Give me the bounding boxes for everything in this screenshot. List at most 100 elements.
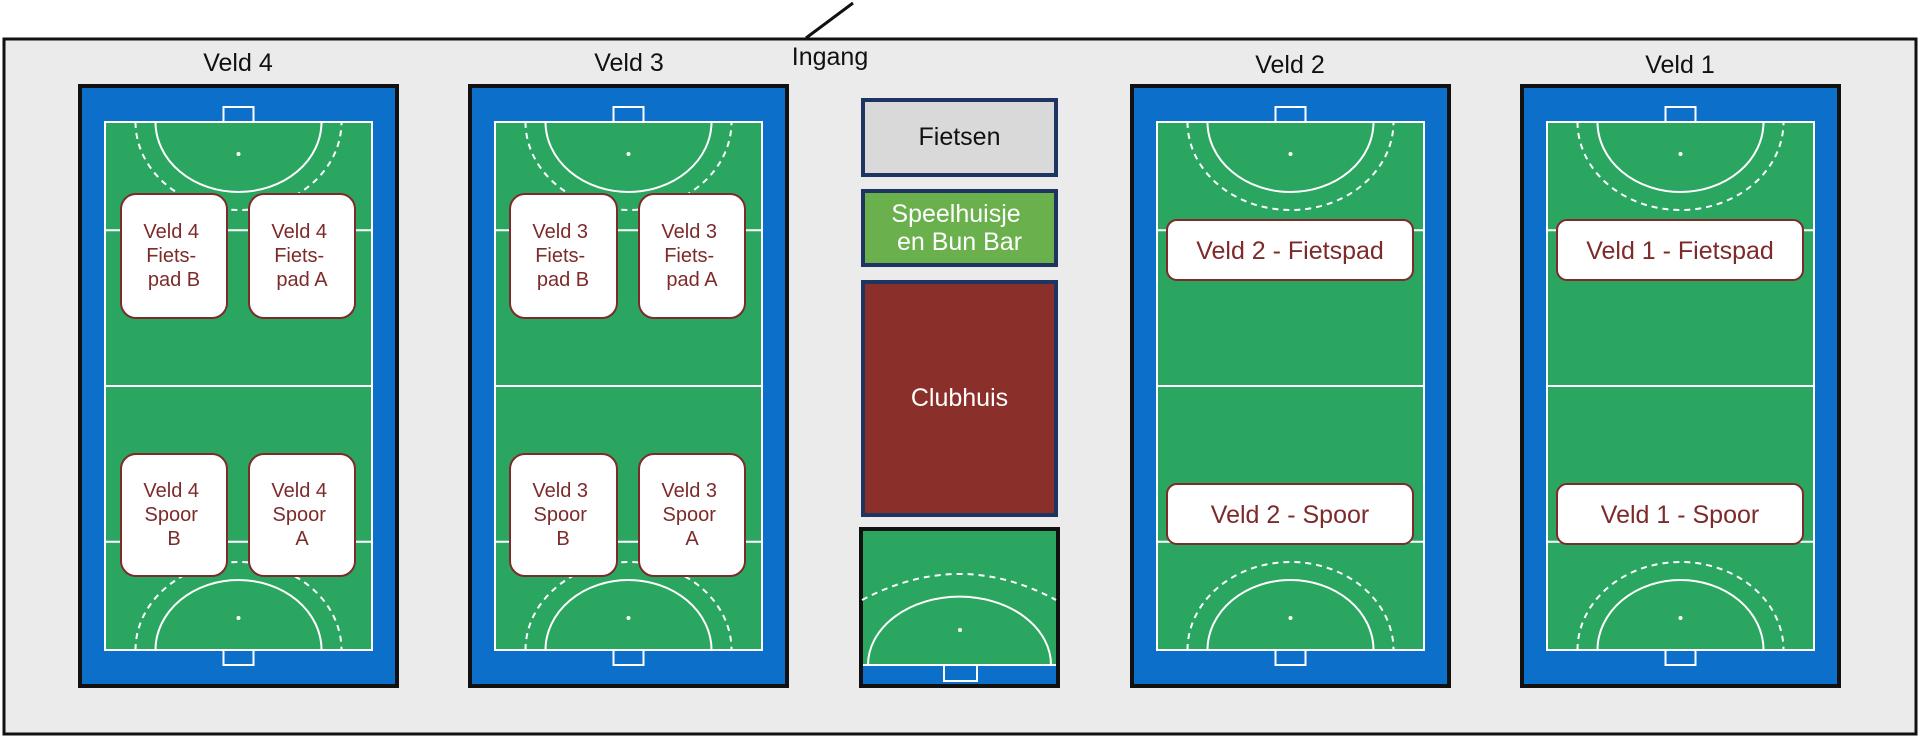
svg-text:Veld 4 Fiets- pad: Veld 4 Fiets- pad B bbox=[143, 221, 204, 291]
goal-bottom bbox=[1274, 649, 1307, 666]
zone-veld4-fietspad-a[interactable]: Veld 4 Fiets- pad A bbox=[248, 193, 356, 319]
half-pitch-practice[interactable] bbox=[859, 527, 1060, 688]
penalty-spot bbox=[236, 616, 241, 620]
penalty-spot bbox=[626, 152, 631, 156]
dashed-circle-bottom bbox=[134, 561, 343, 651]
goal-top bbox=[612, 106, 645, 123]
field-veld3[interactable] bbox=[468, 84, 789, 688]
svg-text:Speelhuisje en Bun Bar: Speelhuisje en Bun Bar bbox=[891, 200, 1027, 256]
penalty-spot bbox=[1288, 616, 1293, 620]
zone-label-line: Fiets- bbox=[274, 245, 324, 267]
goal-bottom bbox=[612, 649, 645, 666]
svg-text:Veld 4 Spoor B: Veld 4 Spoor B bbox=[143, 480, 204, 550]
zone-veld4-spoor-a[interactable]: Veld 4 Spoor A bbox=[248, 453, 356, 577]
svg-text:Veld 3 Fiets- pad: Veld 3 Fiets- pad A bbox=[661, 221, 722, 291]
building-label: Clubhuis bbox=[911, 384, 1008, 412]
shooting-circle-bottom bbox=[544, 579, 713, 651]
dashed-circle-bottom bbox=[1576, 561, 1785, 651]
field-title-veld3: Veld 3 bbox=[594, 49, 664, 77]
zone-veld4-spoor-b[interactable]: Veld 4 Spoor B bbox=[120, 453, 228, 577]
building-speelhuisje[interactable]: Speelhuisje en Bun Bar bbox=[861, 189, 1058, 267]
shooting-circle-bottom bbox=[1596, 579, 1765, 651]
building-fietsen[interactable]: Fietsen bbox=[861, 98, 1058, 177]
shooting-circle-bottom bbox=[154, 579, 323, 651]
field-title-veld2: Veld 2 bbox=[1255, 51, 1325, 79]
penalty-spot bbox=[1678, 152, 1683, 156]
goal-top bbox=[1664, 106, 1697, 123]
shooting-circle-top bbox=[154, 121, 323, 193]
zone-label-line: Veld 3 bbox=[661, 221, 717, 243]
goal-bottom bbox=[222, 649, 255, 666]
building-label-line: en Bun Bar bbox=[897, 228, 1022, 256]
zone-veld2-spoor[interactable]: Veld 2 - Spoor bbox=[1166, 483, 1414, 545]
goal-top bbox=[1274, 106, 1307, 123]
zone-label-line: Spoor bbox=[534, 504, 588, 526]
building-clubhuis[interactable]: Clubhuis bbox=[861, 280, 1058, 517]
zone-label-line: A bbox=[685, 528, 699, 550]
zone-label-line: Veld 3 bbox=[532, 480, 588, 502]
dashed-circle-top bbox=[134, 121, 343, 211]
shooting-circle-top bbox=[544, 121, 713, 193]
zone-label-line: Veld 4 bbox=[271, 480, 327, 502]
zone-veld3-spoor-b[interactable]: Veld 3 Spoor B bbox=[509, 453, 618, 577]
goal-top bbox=[222, 106, 255, 123]
dashed-circle-bottom bbox=[524, 561, 733, 651]
zone-veld4-fietspad-b[interactable]: Veld 4 Fiets- pad B bbox=[120, 193, 228, 319]
zone-veld3-spoor-a[interactable]: Veld 3 Spoor A bbox=[638, 453, 746, 577]
svg-text:Veld 3 Spoor A: Veld 3 Spoor A bbox=[661, 480, 722, 550]
field-title-veld4: Veld 4 bbox=[203, 49, 273, 77]
zone-label-line: Veld 4 bbox=[143, 221, 199, 243]
zone-label-line: Veld 3 bbox=[661, 480, 717, 502]
entrance-label: Ingang bbox=[792, 43, 868, 71]
dashed-circle-top bbox=[524, 121, 733, 211]
zone-veld3-fietspad-a[interactable]: Veld 3 Fiets- pad A bbox=[638, 193, 746, 319]
field-veld1[interactable] bbox=[1520, 84, 1841, 688]
goal-bottom bbox=[1664, 649, 1697, 666]
zone-label-line: B bbox=[167, 528, 180, 550]
penalty-spot bbox=[1678, 616, 1683, 620]
dashed-circle-bottom bbox=[1186, 561, 1395, 651]
zone-label-line: pad B bbox=[537, 269, 589, 291]
dashed-circle-top bbox=[1576, 121, 1785, 211]
zone-label-line: Veld 2 - Fietspad bbox=[1196, 237, 1384, 265]
zone-label-line: Spoor bbox=[145, 504, 199, 526]
building-label: Fietsen bbox=[919, 123, 1001, 151]
penalty-spot bbox=[236, 152, 241, 156]
svg-text:Veld 4 Spoor A: Veld 4 Spoor A bbox=[271, 480, 332, 550]
zone-label-line: Veld 2 - Spoor bbox=[1211, 501, 1369, 529]
zone-label-line: Veld 3 bbox=[532, 221, 588, 243]
building-label-line: Speelhuisje bbox=[891, 200, 1020, 228]
zone-label-line: Fiets- bbox=[146, 245, 196, 267]
zone-label-line: B bbox=[556, 528, 569, 550]
zone-label-line: Fiets- bbox=[664, 245, 714, 267]
zone-label-line: Spoor bbox=[663, 504, 717, 526]
shooting-circle-bottom bbox=[1206, 579, 1375, 651]
penalty-spot bbox=[1288, 152, 1293, 156]
field-title-veld1: Veld 1 bbox=[1645, 51, 1715, 79]
zone-label-line: pad B bbox=[148, 269, 200, 291]
zone-veld1-spoor[interactable]: Veld 1 - Spoor bbox=[1556, 483, 1804, 545]
zone-veld1-fietspad[interactable]: Veld 1 - Fietspad bbox=[1556, 219, 1804, 281]
entrance-marker bbox=[805, 1, 854, 40]
zone-label-line: Fiets- bbox=[535, 245, 585, 267]
zone-veld3-fietspad-b[interactable]: Veld 3 Fiets- pad B bbox=[509, 193, 618, 319]
svg-text:Veld 4 Fiets- pad: Veld 4 Fiets- pad A bbox=[271, 221, 332, 291]
penalty-spot bbox=[626, 616, 631, 620]
zone-label-line: Veld 4 bbox=[271, 221, 327, 243]
zone-label-line: Veld 1 - Fietspad bbox=[1586, 237, 1774, 265]
zone-label-line: A bbox=[295, 528, 309, 550]
svg-text:Veld 3 Spoor B: Veld 3 Spoor B bbox=[532, 480, 593, 550]
zone-label-line: Spoor bbox=[273, 504, 327, 526]
zone-label-line: pad A bbox=[666, 269, 718, 291]
zone-veld2-fietspad[interactable]: Veld 2 - Fietspad bbox=[1166, 219, 1414, 281]
field-veld4[interactable] bbox=[78, 84, 399, 688]
zone-label-line: pad A bbox=[276, 269, 328, 291]
zone-label-line: Veld 4 bbox=[143, 480, 199, 502]
shooting-circle-top bbox=[1596, 121, 1765, 193]
shooting-circle-top bbox=[1206, 121, 1375, 193]
zone-label-line: Veld 1 - Spoor bbox=[1601, 501, 1759, 529]
svg-text:Veld 3 Fiets- pad: Veld 3 Fiets- pad B bbox=[532, 221, 593, 291]
field-veld2[interactable] bbox=[1130, 84, 1451, 688]
dashed-circle-top bbox=[1186, 121, 1395, 211]
